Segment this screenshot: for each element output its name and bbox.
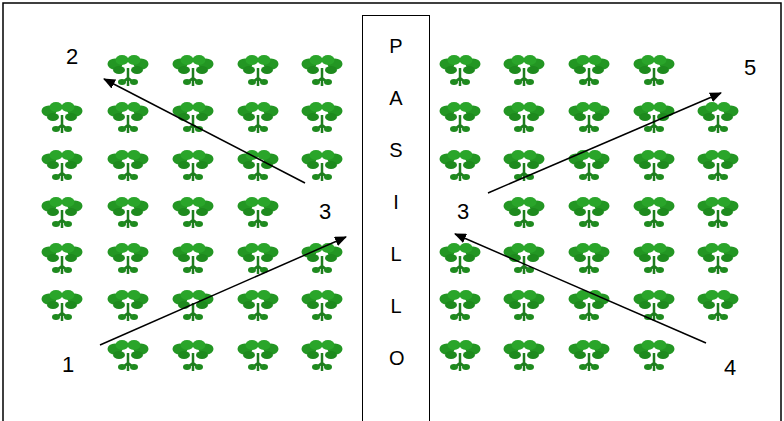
plant [108, 243, 149, 274]
plant [569, 290, 610, 321]
walk-arrow [455, 234, 706, 343]
plant [634, 197, 675, 228]
walk-arrow [488, 93, 721, 193]
callout-number: 5 [744, 57, 756, 79]
plant [698, 102, 739, 133]
plant [42, 290, 83, 321]
plant [173, 197, 214, 228]
plant [569, 102, 610, 133]
plant [173, 243, 214, 274]
plant [569, 340, 610, 371]
plant [108, 290, 149, 321]
plant [42, 243, 83, 274]
plant [173, 55, 214, 86]
plant [698, 197, 739, 228]
aisle-label: PASILLO [389, 20, 403, 384]
plant [634, 290, 675, 321]
plant [42, 102, 83, 133]
plant [108, 340, 149, 371]
plant [42, 150, 83, 181]
plant [569, 55, 610, 86]
plant [504, 55, 545, 86]
plant [108, 150, 149, 181]
plant [698, 150, 739, 181]
plant [238, 197, 279, 228]
aisle-band: PASILLO [362, 15, 430, 421]
plant [440, 150, 481, 181]
plant [440, 340, 481, 371]
walk-arrow [104, 79, 305, 183]
plant [634, 340, 675, 371]
plant [440, 243, 481, 274]
plant [238, 340, 279, 371]
plant [173, 290, 214, 321]
plant [173, 150, 214, 181]
plant [698, 290, 739, 321]
plant [504, 290, 545, 321]
plant [569, 243, 610, 274]
plant [238, 102, 279, 133]
plant [302, 340, 343, 371]
plant [108, 197, 149, 228]
plant [634, 55, 675, 86]
plant [569, 197, 610, 228]
plant [302, 55, 343, 86]
callout-number: 3 [457, 201, 469, 223]
plant [440, 290, 481, 321]
plant [238, 55, 279, 86]
plant [302, 290, 343, 321]
plant [569, 150, 610, 181]
plant [504, 150, 545, 181]
callout-number: 2 [66, 46, 78, 68]
plant [634, 243, 675, 274]
plant [504, 197, 545, 228]
plant [238, 290, 279, 321]
plant [173, 340, 214, 371]
callout-number: 3 [319, 201, 331, 223]
plant [42, 197, 83, 228]
plant [108, 55, 149, 86]
callout-number: 4 [724, 357, 736, 379]
plant [440, 102, 481, 133]
plant [302, 102, 343, 133]
walk-arrow [100, 237, 346, 345]
plant [504, 340, 545, 371]
plant [698, 243, 739, 274]
plant [302, 150, 343, 181]
callout-number: 1 [62, 354, 74, 376]
plant [504, 102, 545, 133]
plant [440, 55, 481, 86]
frame [3, 3, 781, 421]
plant [108, 102, 149, 133]
plant [634, 150, 675, 181]
